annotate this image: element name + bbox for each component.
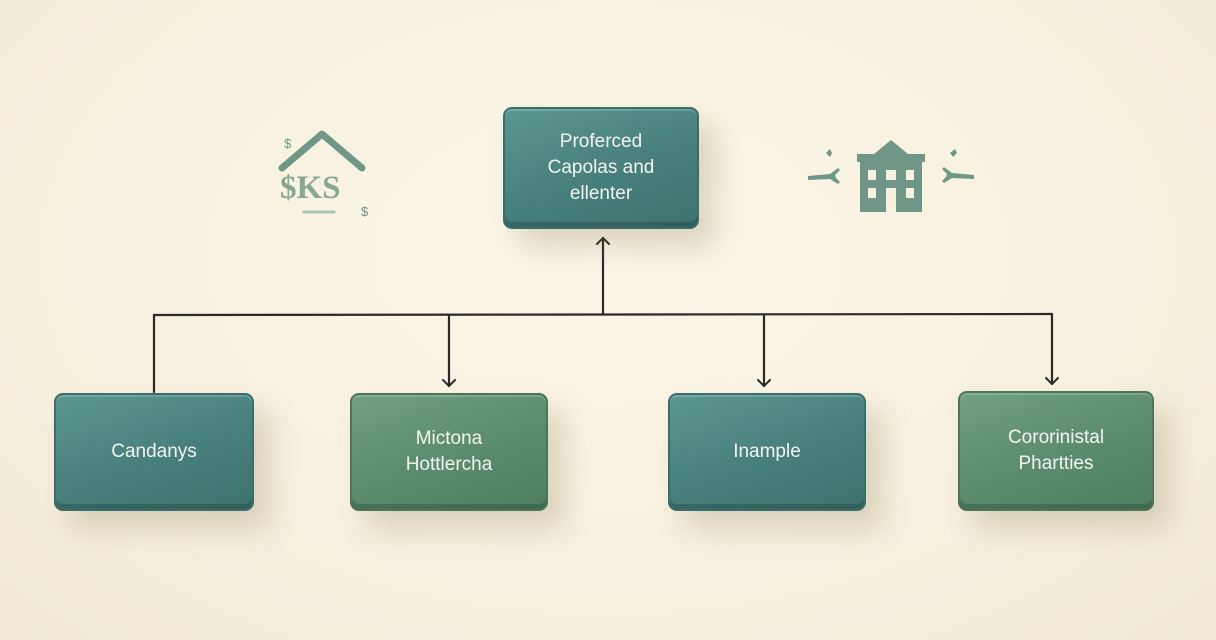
child-node-label: Mictona Hottlercha (405, 428, 493, 475)
top-node-label: Proferced Capolas and ellenter (547, 131, 655, 204)
svg-text:$: $ (284, 136, 292, 151)
top-node: Proferced Capolas and ellenter (503, 107, 699, 229)
child-node-mictona: Mictona Hottlercha (350, 393, 548, 511)
child-node-label: Cororinistal Phartties (1007, 427, 1105, 474)
bank-building-icon (808, 140, 974, 212)
child-node-cororinistal: Cororinistal Phartties (958, 391, 1154, 511)
child-node-label: Inample (733, 441, 801, 462)
svg-text:$: $ (361, 204, 369, 219)
child-node-label: Candanys (111, 441, 197, 462)
child-node-candanys: Candanys (54, 393, 254, 511)
child-node-inample: Inample (668, 393, 866, 511)
house-dollar-icon: $ $KS $ (278, 130, 369, 219)
svg-text:$KS: $KS (280, 170, 341, 206)
